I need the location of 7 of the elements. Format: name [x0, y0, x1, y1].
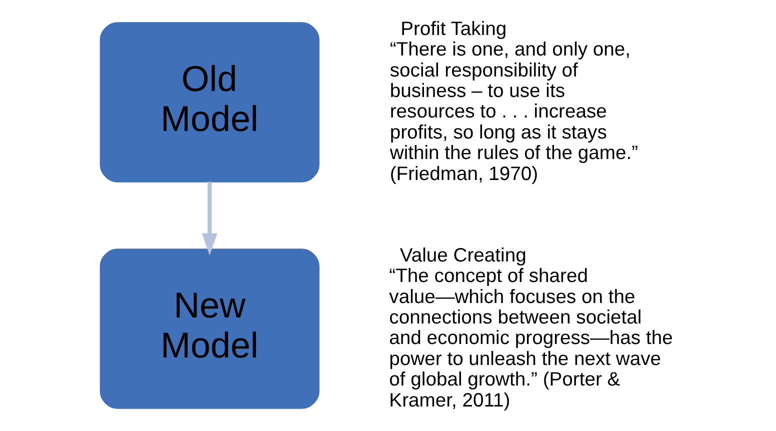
node-label: Value Creating [399, 245, 526, 266]
node-label: “The concept of shared value—which focuses on the connections between societal and economic progress—has the power to unleash the next wave of global growth.” (Porter & Kramer, 2011) [388, 266, 672, 412]
node-label: Profit Taking [400, 18, 506, 40]
node-label: “There is one, and only one, social responsibility of business – to use its resources to . . . increase profits, so long as it stays within the rules of the game.” (Friedman, 1970) [389, 40, 638, 185]
node-box: Old Model [99, 22, 319, 182]
arrow [201, 182, 217, 256]
node-box: New Model [99, 248, 319, 409]
